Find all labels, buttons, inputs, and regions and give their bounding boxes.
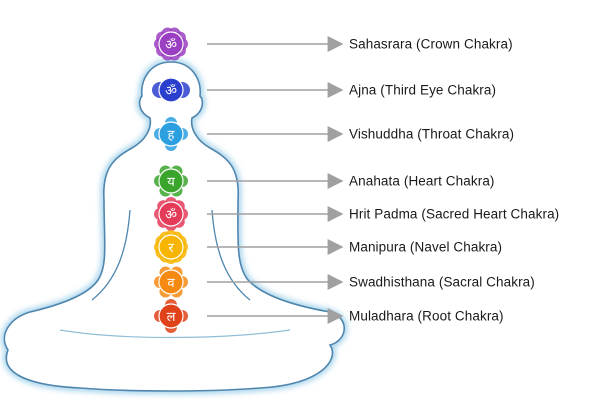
svg-text:व: व <box>167 276 175 291</box>
svg-text:य: य <box>167 175 175 190</box>
chakra-label: Muladhara (Root Chakra) <box>349 308 504 324</box>
chakra-symbol-icon: ॐ <box>154 197 188 231</box>
chakra-symbol-icon: र <box>154 230 188 264</box>
chakra-symbol-icon: ल <box>154 299 188 333</box>
chakra-label: Swadhisthana (Sacral Chakra) <box>349 274 535 290</box>
chakra-symbol-icon: ॐ <box>154 27 188 61</box>
svg-text:ॐ: ॐ <box>165 84 177 99</box>
chakra-label: Manipura (Navel Chakra) <box>349 239 503 255</box>
chakra-symbol-icon: व <box>154 266 188 298</box>
chakra-symbol-icon: ॐ <box>152 77 190 103</box>
chakra-symbol-icon: ह <box>154 117 188 151</box>
svg-text:ह: ह <box>168 128 176 143</box>
chakra-symbol-icon: य <box>154 165 188 197</box>
svg-text:ल: ल <box>167 310 176 325</box>
chakra-label: Anahata (Heart Chakra) <box>349 173 495 189</box>
chakra-label: Sahasrara (Crown Chakra) <box>349 36 513 52</box>
svg-text:ॐ: ॐ <box>165 208 177 223</box>
chakra-label: Hrit Padma (Sacred Heart Chakra) <box>349 206 560 222</box>
svg-text:ॐ: ॐ <box>165 38 177 53</box>
chakra-label: Ajna (Third Eye Chakra) <box>349 82 497 98</box>
svg-text:र: र <box>168 241 174 256</box>
chakra-label: Vishuddha (Throat Chakra) <box>349 126 515 142</box>
